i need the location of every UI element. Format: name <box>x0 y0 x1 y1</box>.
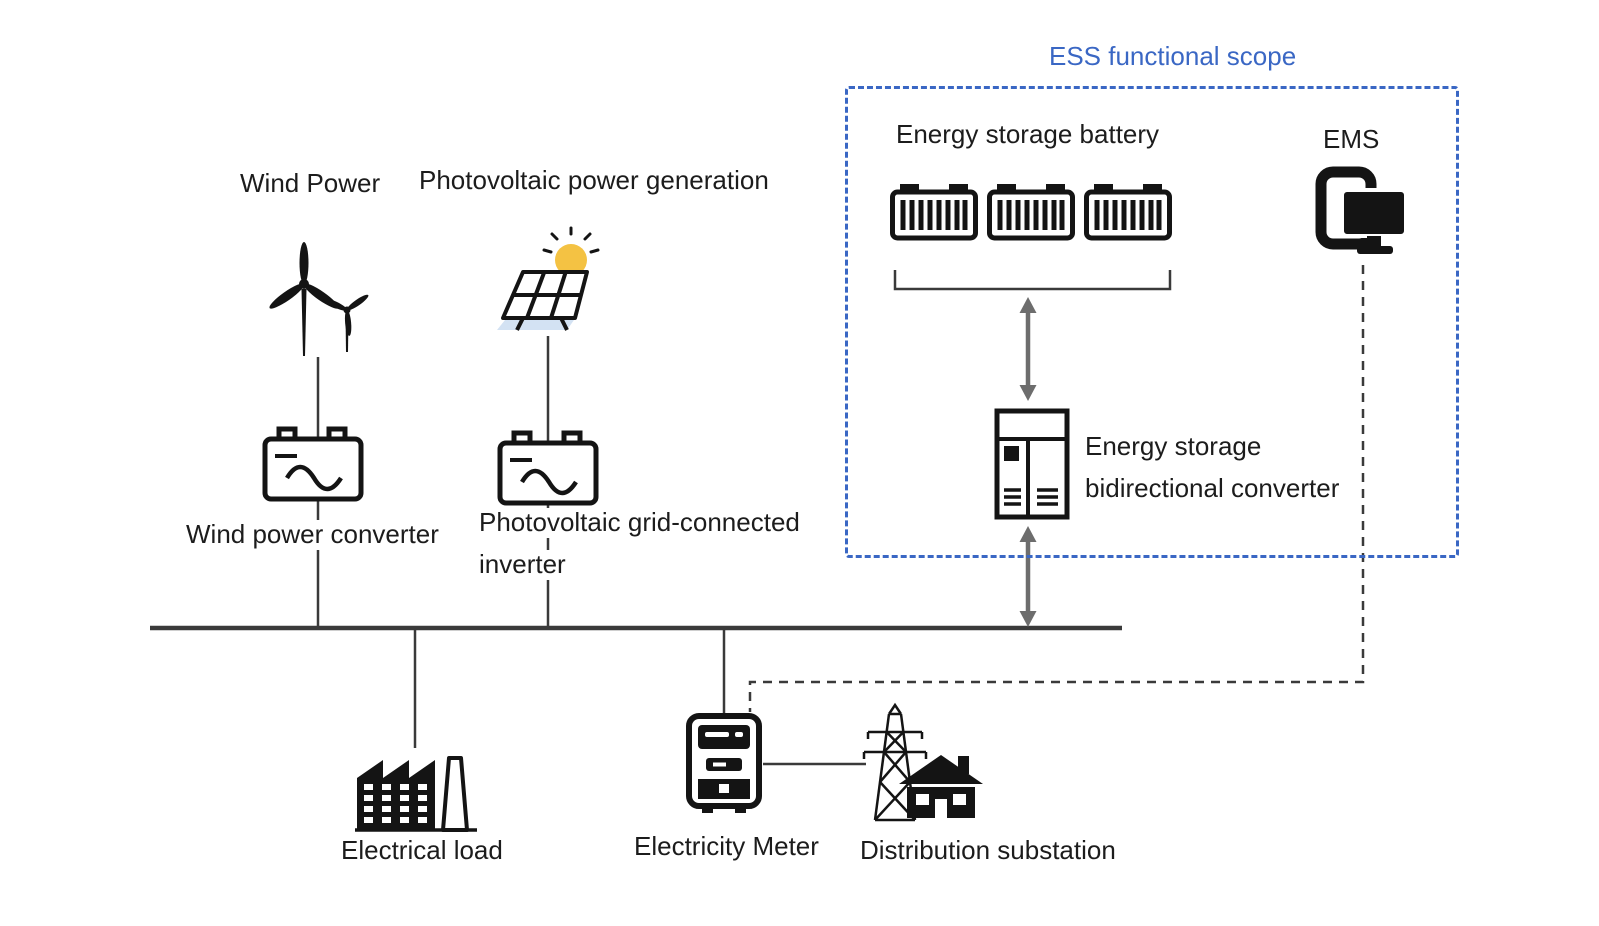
solar-panel-icon <box>497 226 600 331</box>
ess-converter-label-line1: Energy storage <box>1085 431 1262 461</box>
ess-scope-title: ESS functional scope <box>1049 41 1297 71</box>
transmission-tower-icon <box>862 702 928 822</box>
sun-rays-icon <box>542 226 600 254</box>
pv-inverter-label-line2: inverter <box>474 549 571 580</box>
ems-label: EMS <box>1323 124 1380 154</box>
ess-converter-label-line2: bidirectional converter <box>1085 473 1340 503</box>
ess-converter-cabinet-icon <box>994 408 1070 520</box>
battery-bracket <box>893 270 1172 291</box>
factory-icon <box>355 756 477 832</box>
electricity-meter-icon <box>686 713 762 813</box>
substation-house-icon <box>899 755 983 818</box>
storage-battery-icon <box>987 184 1075 241</box>
battery-converter-arrow <box>1019 297 1037 401</box>
ems-monitor-icon <box>1315 166 1408 254</box>
pv-inverter-icon <box>497 430 599 506</box>
distribution-substation-label: Distribution substation <box>860 835 1116 865</box>
wind-converter-label: Wind power converter <box>181 519 444 550</box>
wind-turbine-icon <box>269 242 369 356</box>
storage-battery-icon <box>890 184 978 241</box>
pv-generation-label: Photovoltaic power generation <box>419 165 769 195</box>
converter-bus-arrow <box>1019 526 1037 627</box>
energy-storage-battery-label: Energy storage battery <box>896 119 1160 149</box>
storage-battery-icon <box>1084 184 1172 241</box>
ems-control-dashed-line <box>748 265 1365 712</box>
pv-inverter-label-line1: Photovoltaic grid-connected <box>474 507 805 538</box>
ess-scope-boundary <box>845 86 1459 558</box>
electricity-meter-label: Electricity Meter <box>634 831 819 861</box>
electrical-load-label: Electrical load <box>341 835 503 865</box>
wind-power-label: Wind Power <box>240 168 381 198</box>
wind-converter-icon <box>262 426 364 502</box>
